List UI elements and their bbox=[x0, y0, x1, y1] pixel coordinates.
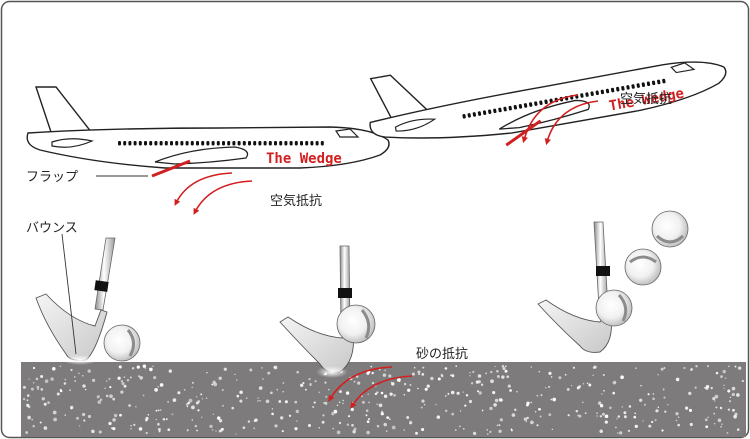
sand-resistance-label: 砂の抵抗 bbox=[416, 347, 468, 362]
golf-ball-right-1-shadow bbox=[617, 293, 628, 322]
airplane-right-flap bbox=[505, 119, 542, 147]
airplane-left-cockpit bbox=[334, 128, 360, 138]
wedge-club-left bbox=[35, 237, 116, 365]
wedge-club-middle bbox=[279, 245, 354, 378]
golf-ball-left-shadow bbox=[126, 329, 135, 357]
wedge-grip-band-left bbox=[94, 280, 109, 292]
golf-ball-middle-shadow bbox=[360, 309, 371, 339]
wedge-grip-band-right bbox=[596, 266, 610, 276]
air-resistance-arrow-left-2 bbox=[193, 180, 253, 215]
bounce-label: バウンス bbox=[26, 221, 78, 236]
air-resistance-arrow-right-2 bbox=[544, 100, 599, 146]
sand-particles bbox=[22, 364, 744, 436]
airplane-right-cockpit bbox=[670, 62, 696, 74]
airplane-left-windows bbox=[118, 141, 324, 146]
airplane-left-fuselage bbox=[26, 126, 390, 169]
airplane-left-flap bbox=[151, 159, 191, 178]
airplane-left-stabilizer bbox=[51, 138, 94, 148]
airplane-right-stabilizer bbox=[394, 118, 437, 132]
golf-ball-trajectory bbox=[595, 210, 689, 327]
airplane-left-wing bbox=[154, 146, 249, 165]
sand-resistance-arrow-2 bbox=[350, 375, 413, 409]
bounce-glow bbox=[62, 355, 98, 365]
airplane-right-windows bbox=[462, 78, 666, 119]
bounce-leader-line bbox=[61, 233, 77, 355]
airplane-left-brand: The Wedge bbox=[266, 151, 342, 167]
wedge-grip-band-middle bbox=[338, 288, 352, 298]
air-resistance-arrow-right-1 bbox=[521, 94, 579, 144]
airplane-left: The Wedge bbox=[26, 86, 390, 178]
sand-layer bbox=[21, 362, 746, 437]
sand-splash-glow bbox=[316, 366, 348, 378]
golf-ball-right-2-shadow bbox=[629, 255, 657, 264]
wedge-head-right bbox=[537, 299, 612, 353]
airplane-right-fuselage bbox=[369, 61, 727, 139]
air-resistance-label-right: 空気抵抗 bbox=[620, 91, 672, 107]
air-resistance-label-left: 空気抵抗 bbox=[270, 193, 322, 209]
sand-resistance-arrow-1 bbox=[328, 366, 393, 402]
flap-label: フラップ bbox=[26, 170, 78, 185]
air-resistance-arrows-left bbox=[174, 172, 253, 215]
golf-ball-right-2 bbox=[624, 248, 662, 286]
air-resistance-arrows-right bbox=[521, 94, 599, 146]
wedge-club-right bbox=[537, 221, 612, 353]
sand-resistance-arrows bbox=[328, 366, 413, 409]
golf-ball-right-3-shadow bbox=[655, 234, 685, 244]
air-resistance-arrow-left-1 bbox=[174, 172, 233, 206]
